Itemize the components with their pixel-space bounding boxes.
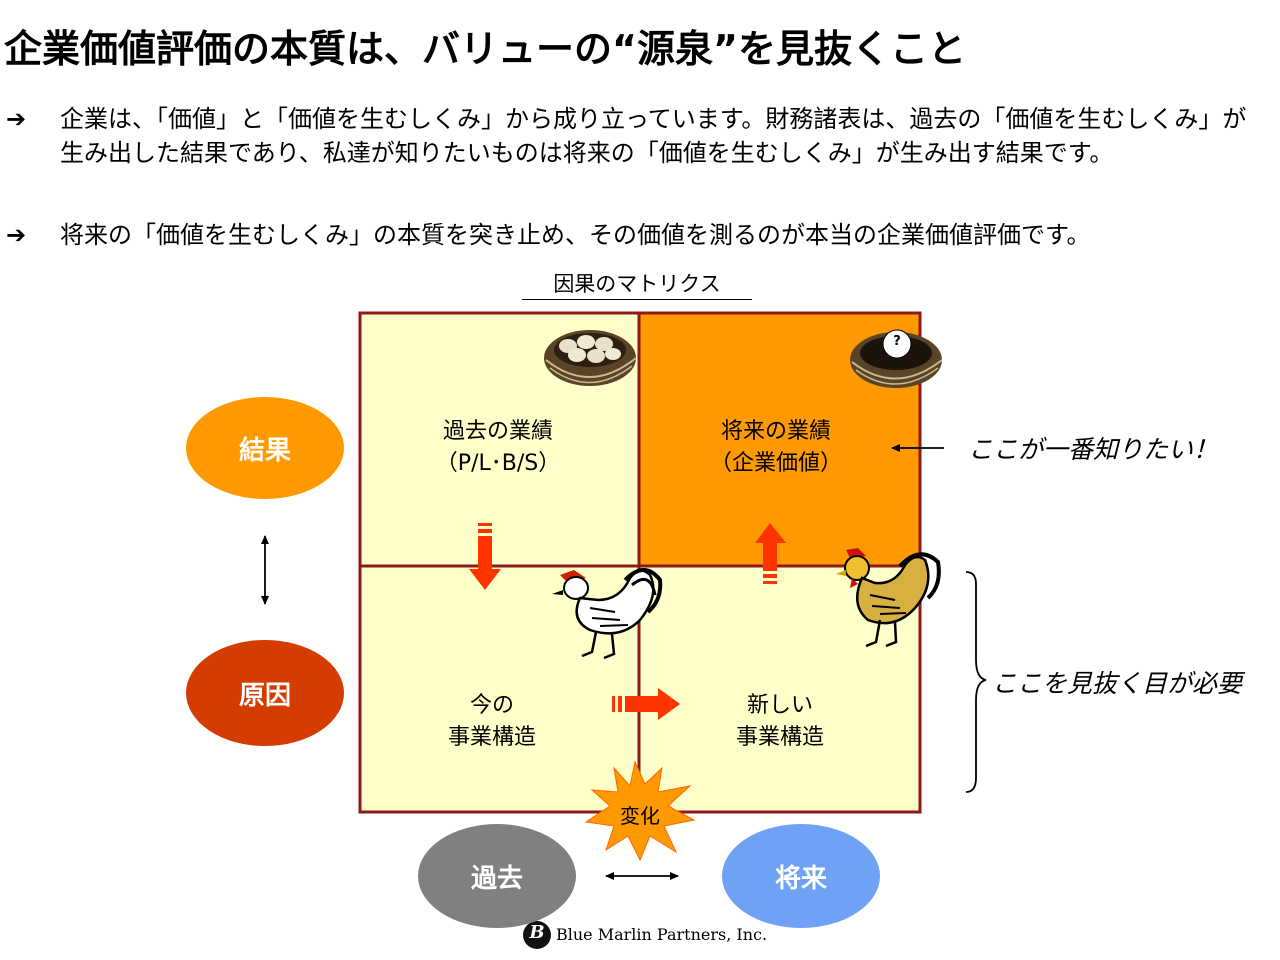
change-burst-icon [584,760,696,862]
arrow-bullet-icon: ➔ [6,221,27,249]
up-arrow-icon [755,523,786,584]
cell-bottom-left-label: 今の 事業構造 [447,693,536,750]
future-oval: 将来 [722,824,880,928]
company-name: Blue Marlin Partners, Inc. [556,925,768,944]
bullet-text: 企業は、「価値」と「価値を生むしくみ」から成り立っています。財務諸表は、過去の「… [60,105,1247,167]
arrow-bullet-icon: ➔ [6,105,27,133]
cell-top-left-label: 過去の業績 （P/L･B/S） [435,419,561,476]
question-mark-label: ? [893,334,901,349]
bullet-text: 将来の「価値を生むしくみ」の本質を突き止め、その価値を測るのが本当の企業価値評価… [60,221,1091,249]
past-oval: 過去 [418,824,576,928]
logo-mark: B [529,922,545,943]
curly-brace [965,571,987,793]
matrix-title: 因果のマトリクス [522,268,752,300]
need-eye-note: ここを見抜く目が必要 [992,669,1243,698]
want-to-know-note: ここが一番知りたい！ [968,435,1219,464]
rooster-icon [836,548,941,648]
result-oval: 結果 [186,397,344,499]
page-title: 企業価値評価の本質は、バリューの“源泉”を見抜くこと [4,27,966,71]
change-burst-label: 変化 [620,804,660,828]
cell-top-right-label: 将来の業績 （企業価値） [709,419,842,476]
cause-oval: 原因 [186,640,344,746]
egg-nest-icon [544,330,637,386]
right-arrow-icon [612,688,680,720]
cell-bottom-right-label: 新しい 事業構造 [735,693,824,750]
rooster-icon [552,568,663,660]
company-logo-icon [523,921,551,949]
down-arrow-icon [469,523,501,590]
question-nest-icon [850,329,943,388]
